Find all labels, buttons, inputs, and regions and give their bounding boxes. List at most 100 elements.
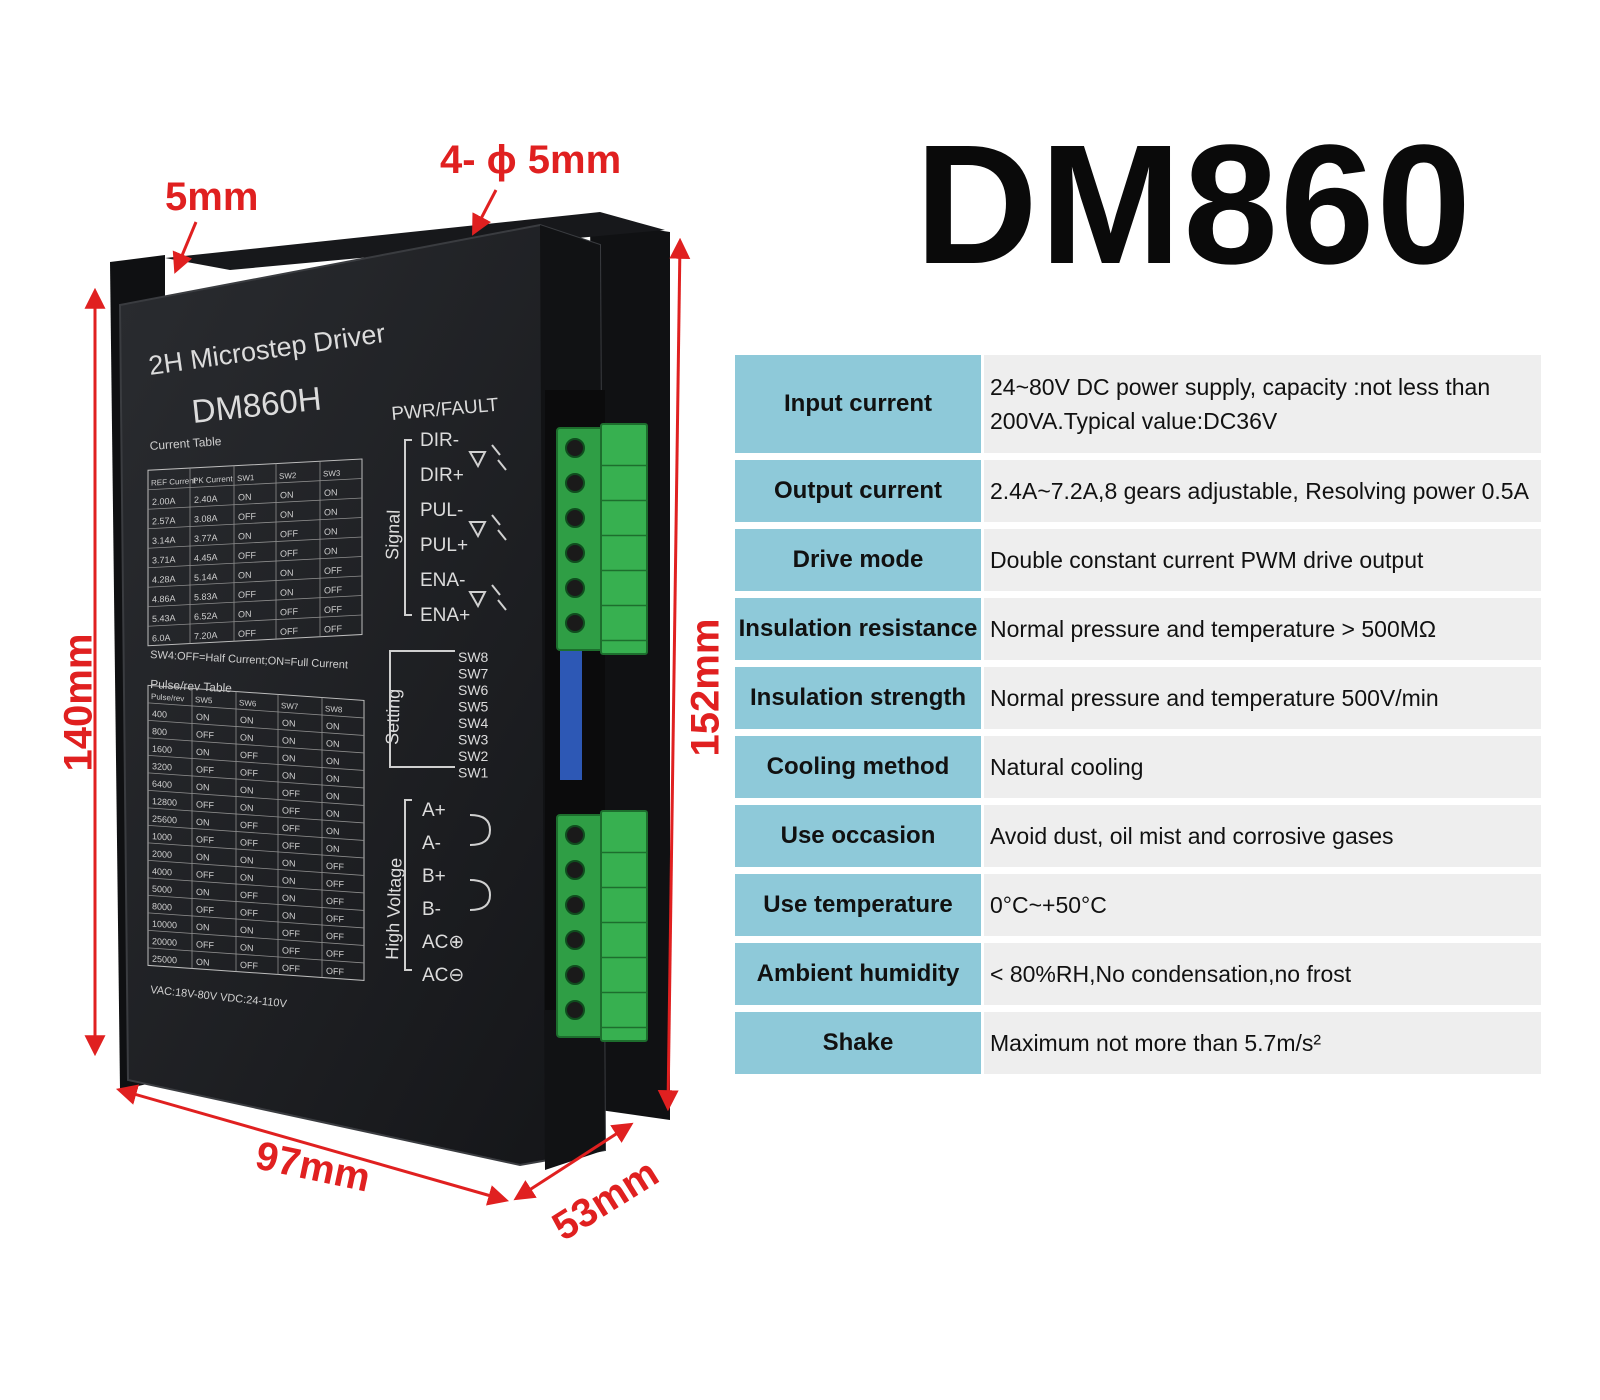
table-cell: 25600: [152, 814, 177, 826]
table-cell: ON: [238, 570, 251, 581]
table-cell: ON: [196, 852, 209, 863]
terminal-screw: [565, 965, 585, 985]
terminal-screw: [565, 930, 585, 950]
table-cell: OFF: [240, 890, 258, 901]
table-cell: OFF: [282, 945, 300, 956]
table-header-cell: PK Current: [193, 474, 233, 485]
table-cell: ON: [240, 942, 253, 953]
spec-key: Use occasion: [735, 805, 981, 867]
setting-group-label: Setting: [382, 688, 404, 745]
table-cell: ON: [282, 718, 295, 729]
table-cell: 12800: [152, 796, 177, 808]
table-cell: ON: [282, 875, 295, 886]
table-cell: ON: [196, 747, 209, 758]
pin-label: A+: [422, 800, 446, 821]
table-cell: OFF: [326, 948, 344, 959]
table-cell: OFF: [326, 878, 344, 889]
table-cell: OFF: [196, 939, 214, 950]
table-cell: ON: [324, 546, 337, 557]
spec-key: Ambient humidity: [735, 943, 981, 1005]
spec-value: Avoid dust, oil mist and corrosive gases: [984, 805, 1541, 867]
table-cell: ON: [326, 808, 339, 819]
table-cell: OFF: [196, 834, 214, 845]
table-cell: OFF: [282, 840, 300, 851]
power-terminal-block: [556, 810, 648, 1042]
table-cell: ON: [196, 712, 209, 723]
spec-value: Normal pressure and temperature > 500MΩ: [984, 598, 1541, 660]
table-cell: OFF: [196, 869, 214, 880]
table-cell: OFF: [196, 799, 214, 810]
table-cell: ON: [280, 587, 293, 598]
terminal-screw: [565, 895, 585, 915]
table-cell: OFF: [196, 764, 214, 775]
table-cell: ON: [282, 893, 295, 904]
table-cell: ON: [326, 738, 339, 749]
table-cell: 8000: [152, 901, 172, 912]
table-cell: OFF: [238, 628, 256, 639]
dimension-lines: [84, 189, 691, 1206]
signal-group-label: Signal: [382, 509, 404, 560]
product-title: DM860: [915, 110, 1474, 300]
table-cell: OFF: [324, 585, 342, 596]
table-cell: 25000: [152, 954, 177, 966]
table-cell: 800: [152, 726, 167, 737]
spec-value: 24~80V DC power supply, capacity :not le…: [984, 355, 1541, 453]
spec-value: Maximum not more than 5.7m/s²: [984, 1012, 1541, 1074]
dimension-height-left-label: 140mm: [56, 633, 101, 772]
table-header-cell: SW5: [195, 695, 213, 705]
table-header-cell: REF Current: [151, 476, 197, 487]
table-cell: 400: [152, 709, 167, 720]
table-cell: OFF: [282, 963, 300, 974]
table-cell: 2.00A: [152, 496, 176, 507]
table-cell: ON: [238, 609, 251, 620]
table-cell: ON: [326, 843, 339, 854]
table-cell: ON: [326, 756, 339, 767]
spec-value: Double constant current PWM drive output: [984, 529, 1541, 591]
table-cell: ON: [282, 753, 295, 764]
dimension-hole-label: 4- ϕ 5mm: [440, 138, 622, 182]
terminal-screw: [565, 438, 585, 458]
table-cell: OFF: [238, 589, 256, 600]
table-cell: OFF: [240, 960, 258, 971]
table-cell: 7.20A: [194, 630, 218, 641]
pin-label: PUL-: [420, 500, 463, 521]
table-cell: OFF: [280, 606, 298, 617]
table-cell: 3.77A: [194, 533, 218, 544]
spec-value: 2.4A~7.2A,8 gears adjustable, Resolving …: [984, 460, 1541, 522]
table-cell: ON: [280, 568, 293, 579]
pin-label: ENA+: [420, 605, 470, 626]
spec-value: Natural cooling: [984, 736, 1541, 798]
pin-label: ENA-: [420, 570, 465, 591]
table-cell: OFF: [326, 861, 344, 872]
table-cell: ON: [324, 526, 337, 537]
pin-label: SW8: [458, 649, 489, 665]
table-cell: OFF: [238, 511, 256, 522]
pin-label: PUL+: [420, 535, 468, 556]
table-cell: ON: [238, 531, 251, 542]
table-header-cell: SW6: [239, 698, 257, 708]
table-cell: ON: [282, 770, 295, 781]
spec-row: Ambient humidity< 80%RH,No condensation,…: [735, 943, 1541, 1005]
terminal-screw: [565, 508, 585, 528]
terminal-screw: [565, 578, 585, 598]
table-header-cell: SW7: [281, 701, 299, 711]
table-cell: 6.52A: [194, 611, 218, 622]
spec-value: 0°C~+50°C: [984, 874, 1541, 936]
table-cell: OFF: [280, 528, 298, 539]
table-cell: ON: [196, 887, 209, 898]
pin-label: AC⊕: [422, 932, 464, 953]
table-cell: 5.43A: [152, 613, 176, 624]
table-cell: OFF: [196, 904, 214, 915]
dimension-edge-label: 5mm: [165, 175, 259, 219]
table-cell: ON: [240, 925, 253, 936]
terminal-screw: [565, 825, 585, 845]
table-cell: OFF: [326, 896, 344, 907]
table-cell: ON: [324, 487, 337, 498]
table-cell: OFF: [326, 966, 344, 977]
pin-label: DIR-: [420, 430, 459, 451]
table-cell: ON: [240, 872, 253, 883]
